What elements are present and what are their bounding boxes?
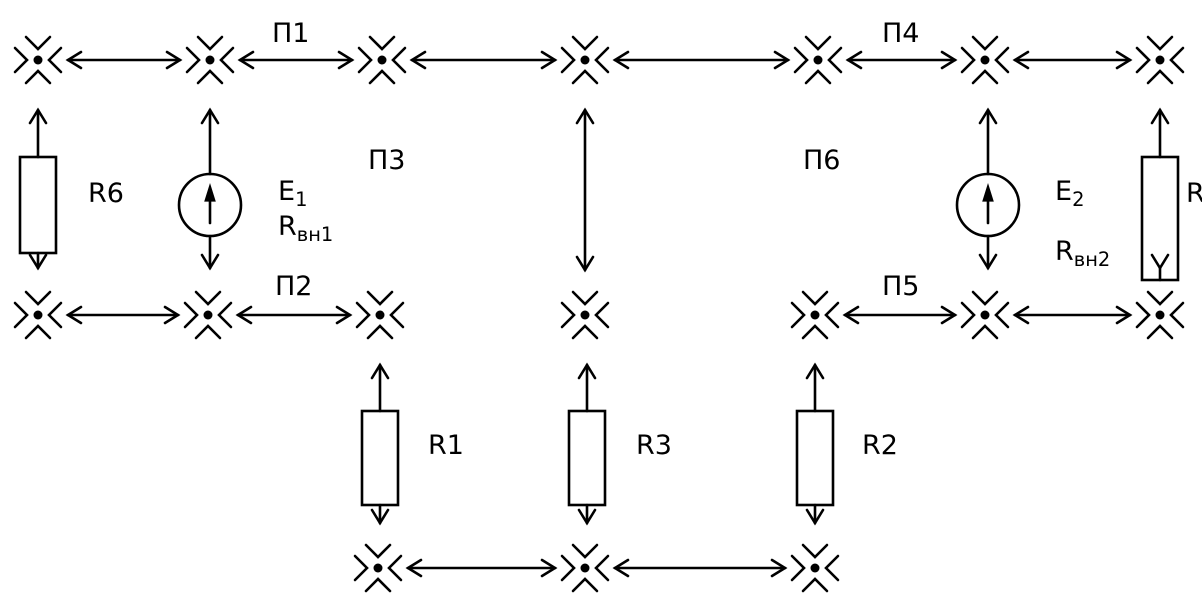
connector-node-icon (13, 290, 63, 340)
label-p4: П4 (882, 18, 920, 49)
connector-node-icon (357, 35, 407, 85)
connector-node-icon (560, 35, 610, 85)
wire-p2 (235, 305, 353, 325)
label-e1: E1 (278, 178, 307, 209)
connector-node-icon (185, 35, 235, 85)
connector-node-icon (13, 35, 63, 85)
label-r-right: R (1186, 178, 1202, 209)
source-e1-icon (177, 107, 243, 271)
label-p6: П6 (803, 145, 841, 176)
label-p5: П5 (882, 271, 920, 302)
wire-p4 (845, 50, 958, 70)
rvn2-index: вн2 (1073, 247, 1111, 271)
resistor-r-right-icon (1140, 107, 1180, 282)
label-r1: R1 (428, 430, 464, 461)
label-r6: R6 (88, 178, 124, 209)
wire-bottom-2 (612, 558, 788, 578)
wire-mid-1 (65, 305, 181, 325)
wire-top-3 (409, 50, 558, 70)
connector-node-icon (1135, 290, 1185, 340)
wire-bottom-1 (405, 558, 558, 578)
connector-node-icon (960, 35, 1010, 85)
connector-node-icon (560, 290, 610, 340)
e2-letter: E (1055, 176, 1073, 207)
rvn2-letter: R (1055, 236, 1074, 267)
wire-mid-6 (1012, 305, 1133, 325)
connector-node-icon (1135, 35, 1185, 85)
rvn1-letter: R (278, 211, 297, 242)
label-p1: П1 (272, 18, 310, 49)
resistor-r6-icon (18, 107, 58, 271)
wire-top-6 (1012, 50, 1133, 70)
connector-node-icon (793, 35, 843, 85)
wire-top-1 (65, 50, 183, 70)
connector-node-icon (353, 543, 403, 593)
connector-node-icon (960, 290, 1010, 340)
wire-p1 (237, 50, 355, 70)
connector-node-icon (355, 290, 405, 340)
wire-p5 (842, 305, 958, 325)
rvn1-index: вн1 (296, 222, 334, 246)
wire-vertical-center (575, 107, 595, 273)
label-p3: П3 (368, 145, 406, 176)
e1-index: 1 (295, 187, 308, 211)
label-e2: E2 (1055, 178, 1084, 209)
resistor-r1-icon (360, 362, 400, 526)
label-rvn1: Rвн1 (278, 213, 333, 244)
source-e2-icon (955, 107, 1021, 271)
label-rvn2: Rвн2 (1055, 238, 1110, 269)
connector-node-icon (183, 290, 233, 340)
label-p2: П2 (275, 271, 313, 302)
e1-letter: E (278, 176, 296, 207)
label-r2: R2 (862, 430, 898, 461)
label-r3: R3 (636, 430, 672, 461)
resistor-r2-icon (795, 362, 835, 526)
wire-top-4 (612, 50, 791, 70)
connector-node-icon (560, 543, 610, 593)
e2-index: 2 (1072, 187, 1085, 211)
resistor-r3-icon (567, 362, 607, 526)
connector-node-icon (790, 290, 840, 340)
connector-node-icon (790, 543, 840, 593)
